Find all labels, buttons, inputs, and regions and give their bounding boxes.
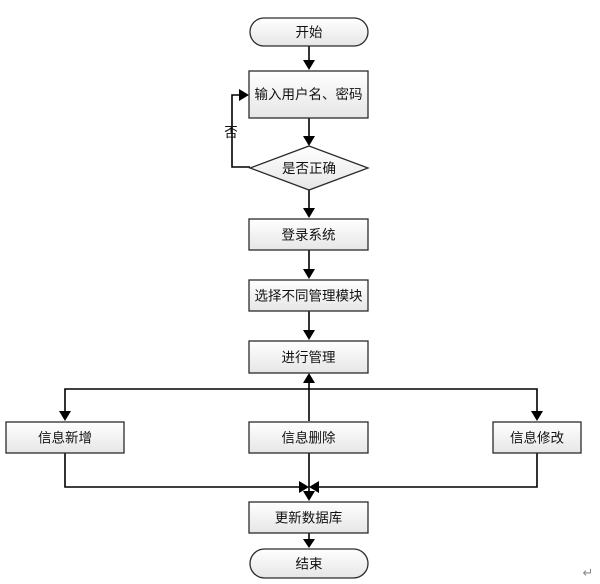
node-input: 输入用户名、密码	[248, 70, 369, 119]
node-start: 开始	[249, 17, 369, 47]
node-edit: 信息修改	[492, 421, 582, 454]
edge-branch-horizontal	[64, 388, 538, 411]
node-check: 是否正确	[248, 145, 370, 191]
node-add: 信息新增	[5, 421, 125, 454]
arrow-start-input	[303, 60, 315, 70]
connectors	[59, 46, 543, 548]
node-start-label: 开始	[296, 25, 323, 41]
arrow-input-check	[303, 136, 315, 146]
node-end: 结束	[249, 548, 369, 579]
arrow-delete-update	[303, 491, 315, 501]
node-input-label: 输入用户名、密码	[255, 86, 363, 103]
edge-check-no-loop	[231, 94, 250, 168]
node-update: 更新数据库	[248, 501, 369, 534]
arrow-add-merge	[299, 481, 309, 493]
arrow-select-manage	[303, 330, 315, 340]
node-select-label: 选择不同管理模块	[255, 289, 363, 305]
node-edit-label: 信息修改	[510, 430, 564, 447]
arrow-delete-manage	[303, 373, 315, 383]
arrow-check-login	[303, 208, 315, 218]
edge-no-label: 否	[224, 125, 238, 141]
node-check-label: 是否正确	[282, 161, 336, 177]
arrow-update-end	[303, 539, 315, 548]
arrow-login-select	[303, 269, 315, 279]
arrow-to-edit	[531, 411, 543, 421]
node-login: 登录系统	[248, 218, 369, 251]
node-delete: 信息删除	[248, 421, 369, 454]
node-update-label: 更新数据库	[275, 511, 343, 527]
node-manage: 进行管理	[248, 340, 369, 374]
arrow-no-loop	[239, 89, 249, 101]
node-login-label: 登录系统	[282, 228, 336, 244]
node-select: 选择不同管理模块	[248, 279, 369, 312]
edge-add-merge	[64, 453, 299, 488]
arrow-edit-merge	[309, 481, 319, 493]
node-end-label: 结束	[296, 557, 323, 573]
node-delete-label: 信息删除	[282, 430, 336, 447]
paragraph-mark-icon: ↵	[583, 566, 594, 581]
node-add-label: 信息新增	[38, 430, 92, 447]
node-manage-label: 进行管理	[282, 350, 336, 366]
arrow-to-add	[59, 411, 71, 421]
edge-edit-merge	[319, 453, 538, 488]
